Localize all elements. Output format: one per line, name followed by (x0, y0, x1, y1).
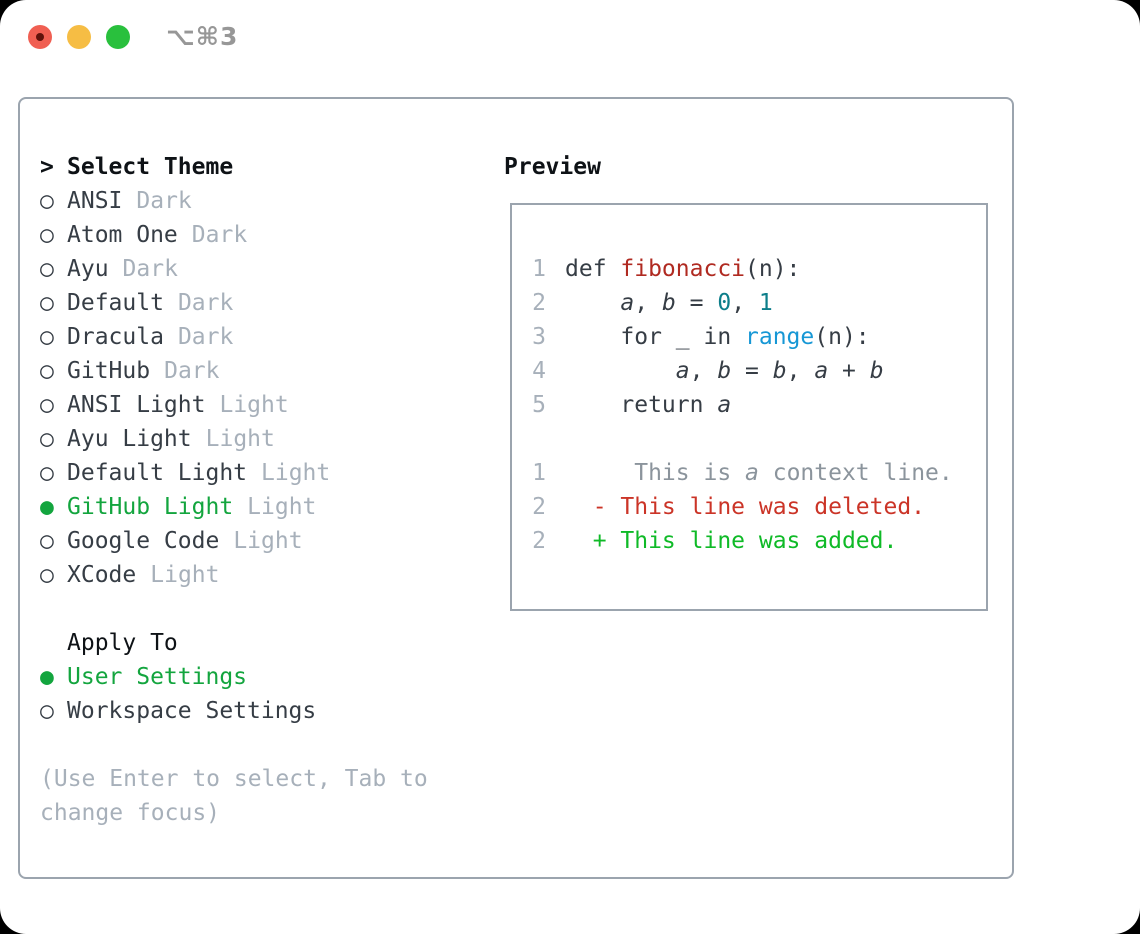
theme-option-default-dark[interactable]: ○ Default Dark (40, 286, 484, 320)
radio-icon: ○ (40, 188, 54, 214)
theme-option-ayu-dark[interactable]: ○ Ayu Dark (40, 252, 484, 286)
theme-name: Default (67, 290, 164, 316)
titlebar: ⌥⌘3 (0, 0, 1140, 75)
blank-line (532, 422, 986, 456)
theme-name: Google Code (67, 528, 220, 554)
theme-variant-badge: Dark (164, 358, 220, 384)
theme-variant-badge: Dark (136, 188, 192, 214)
theme-name: GitHub (67, 358, 151, 384)
theme-name: Dracula (67, 324, 164, 350)
minimize-button[interactable] (67, 25, 91, 49)
theme-name: GitHub Light (67, 494, 234, 520)
radio-icon: ○ (40, 698, 54, 724)
theme-variant-badge: Light (233, 528, 303, 554)
window-title: ⌥⌘3 (166, 22, 239, 51)
line-number: 2 (532, 494, 546, 520)
select-theme-header: > Select Theme (40, 150, 484, 184)
theme-variant-badge: Dark (177, 324, 234, 350)
line-number: 1 (532, 256, 546, 282)
code-line: 5 return a (532, 392, 732, 418)
code-line: 4 a, b = b, a + b (532, 358, 884, 384)
zoom-button[interactable] (106, 25, 130, 49)
apply-to-header: Apply To (40, 626, 484, 660)
theme-name: Atom One (67, 222, 178, 248)
radio-icon: ○ (40, 358, 54, 384)
radio-icon: ○ (40, 256, 54, 282)
theme-option-ansi-dark[interactable]: ○ ANSI Dark (40, 184, 484, 218)
theme-name: ANSI (67, 188, 123, 214)
theme-name: ANSI Light (67, 392, 206, 418)
apply-option-workspace-settings[interactable]: ○ Workspace Settings (40, 694, 484, 728)
theme-option-ayu-light[interactable]: ○ Ayu Light Light (40, 422, 484, 456)
code-line: 3 for _ in range(n): (532, 324, 870, 350)
close-button[interactable] (28, 25, 52, 49)
code-line: 2 a, b = 0, 1 (532, 290, 773, 316)
theme-option-atom-one-dark[interactable]: ○ Atom One Dark (40, 218, 484, 252)
diff-deleted-line: 2 - This line was deleted. (532, 494, 926, 520)
radio-icon: ○ (40, 528, 54, 554)
line-number: 3 (532, 324, 546, 350)
theme-variant-badge: Light (219, 392, 289, 418)
theme-option-google-code-light[interactable]: ○ Google Code Light (40, 524, 484, 558)
theme-option-dracula-dark[interactable]: ○ Dracula Dark (40, 320, 484, 354)
radio-selected-icon: ● (40, 664, 54, 690)
theme-variant-badge: Dark (191, 222, 248, 248)
theme-name: XCode (67, 562, 137, 588)
theme-name: Ayu Light (67, 426, 192, 452)
apply-option-user-settings[interactable]: ● User Settings (40, 660, 484, 694)
theme-name: Default Light (67, 460, 248, 486)
theme-variant-badge: Light (247, 494, 317, 520)
theme-option-xcode-light[interactable]: ○ XCode Light (40, 558, 484, 592)
line-number: 2 (532, 290, 546, 316)
radio-icon: ○ (40, 290, 54, 316)
radio-icon: ○ (40, 392, 54, 418)
diff-added-line: 2 + This line was added. (532, 528, 898, 554)
theme-option-github-light[interactable]: ● GitHub Light Light (40, 490, 484, 524)
radio-icon: ○ (40, 426, 54, 452)
close-dot-icon (36, 33, 44, 41)
theme-name: Ayu (67, 256, 109, 282)
theme-variant-badge: Light (261, 460, 331, 486)
line-number: 1 (532, 460, 546, 486)
help-text: (Use Enter to select, Tab to change focu… (40, 766, 428, 826)
theme-variant-badge: Dark (177, 290, 234, 316)
select-theme-title: Select Theme (67, 154, 234, 180)
theme-variant-badge: Dark (122, 256, 178, 282)
radio-icon: ○ (40, 222, 54, 248)
theme-option-github-dark[interactable]: ○ GitHub Dark (40, 354, 484, 388)
line-number: 4 (532, 358, 546, 384)
spacer (40, 728, 484, 762)
apply-option-name: Workspace Settings (67, 698, 317, 724)
cursor-icon: > (40, 154, 54, 180)
diff-context-line: 1 This is a context line. (532, 460, 953, 486)
spacer (40, 592, 484, 626)
theme-variant-badge: Light (205, 426, 275, 452)
line-number: 5 (532, 392, 546, 418)
preview-header: Preview (504, 154, 601, 180)
theme-option-default-light[interactable]: ○ Default Light Light (40, 456, 484, 490)
apply-to-title: Apply To (67, 630, 178, 656)
apply-option-name: User Settings (67, 664, 248, 690)
radio-icon: ○ (40, 324, 54, 350)
line-number: 2 (532, 528, 546, 554)
radio-selected-icon: ● (40, 494, 54, 520)
theme-option-ansi-light[interactable]: ○ ANSI Light Light (40, 388, 484, 422)
theme-variant-badge: Light (150, 562, 220, 588)
radio-icon: ○ (40, 460, 54, 486)
radio-icon: ○ (40, 562, 54, 588)
